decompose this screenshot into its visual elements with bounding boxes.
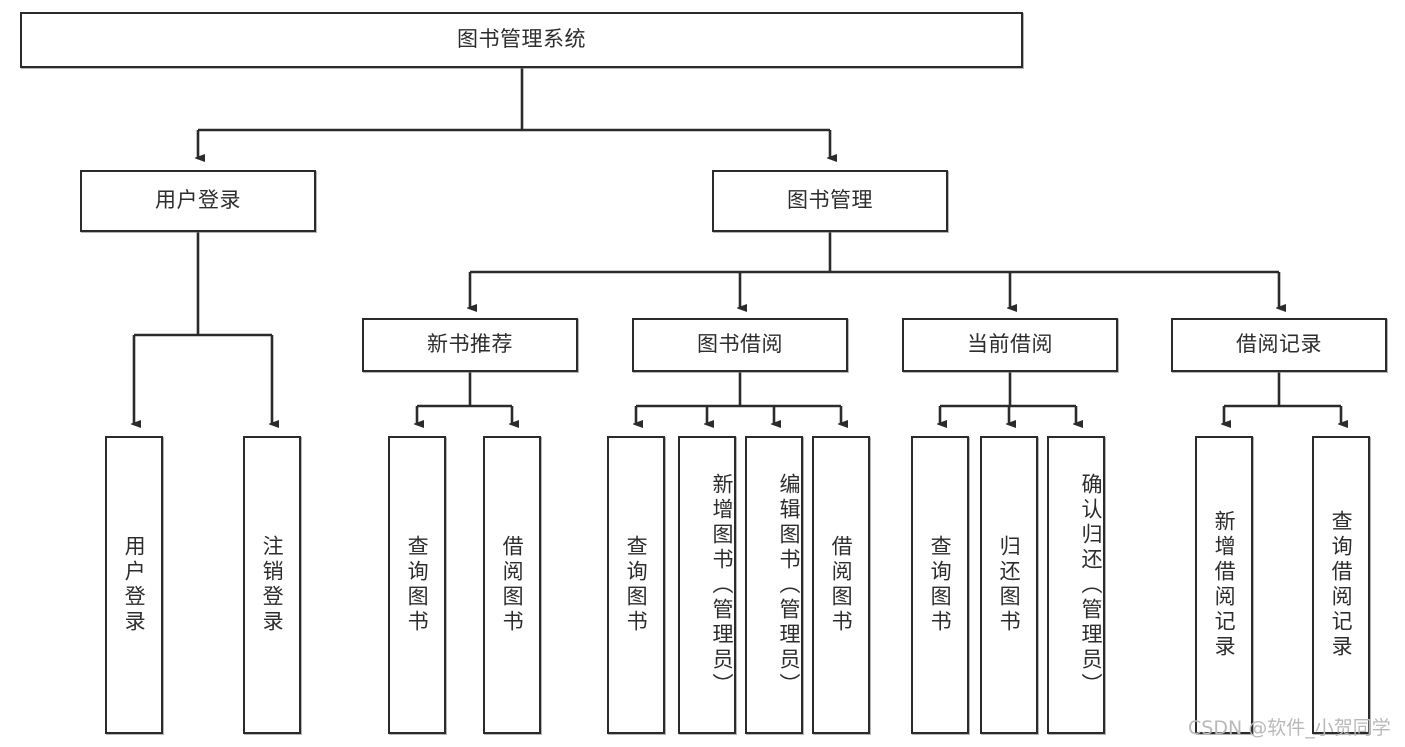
csdn-watermark: CSDN @软件_小贺同学 [1188, 717, 1391, 739]
node-root[interactable]: 图书管理系统 [20, 12, 1023, 68]
node-leaf-query-book-3[interactable]: 查询图书 [911, 436, 969, 734]
node-leaf-confirm-return[interactable]: 确认归还（管理员） [1047, 436, 1105, 734]
node-current-borrow[interactable]: 当前借阅 [902, 318, 1118, 372]
node-leaf-query-book-1[interactable]: 查询图书 [388, 436, 446, 734]
node-borrow-record[interactable]: 借阅记录 [1171, 318, 1387, 372]
node-leaf-logout[interactable]: 注销登录 [243, 436, 301, 734]
node-user-login[interactable]: 用户登录 [80, 170, 316, 232]
node-leaf-query-record[interactable]: 查询借阅记录 [1312, 436, 1370, 734]
node-leaf-borrow-book-1[interactable]: 借阅图书 [483, 436, 541, 734]
node-leaf-user-login[interactable]: 用户登录 [105, 436, 163, 734]
node-book-manage[interactable]: 图书管理 [712, 170, 948, 232]
node-book-borrow[interactable]: 图书借阅 [632, 318, 848, 372]
node-new-book-rec[interactable]: 新书推荐 [362, 318, 578, 372]
node-leaf-add-book[interactable]: 新增图书（管理员） [678, 436, 736, 734]
node-leaf-borrow-book-2[interactable]: 借阅图书 [812, 436, 870, 734]
node-leaf-edit-book[interactable]: 编辑图书（管理员） [745, 436, 803, 734]
node-leaf-add-record[interactable]: 新增借阅记录 [1195, 436, 1253, 734]
node-leaf-query-book-2[interactable]: 查询图书 [607, 436, 665, 734]
node-leaf-return-book[interactable]: 归还图书 [980, 436, 1038, 734]
